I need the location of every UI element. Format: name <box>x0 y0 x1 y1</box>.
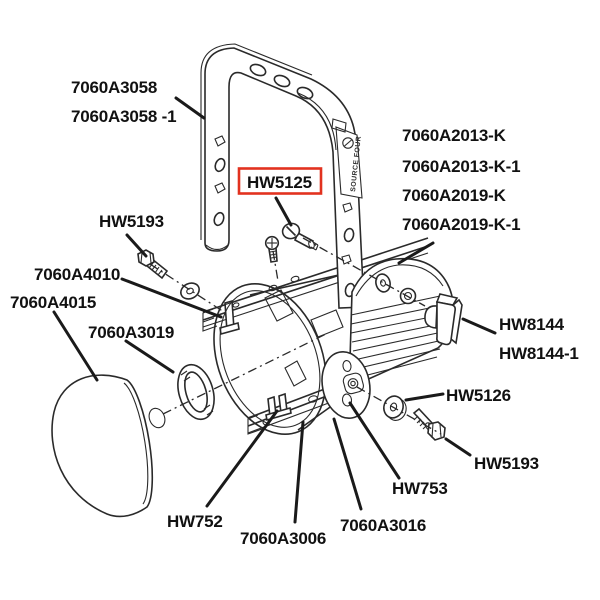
front-rim-inner <box>219 290 321 428</box>
leader-screw-top <box>125 233 148 258</box>
plate-hole-upper <box>342 359 352 373</box>
front-rim-outer <box>213 283 327 435</box>
interior-baffle-1 <box>264 289 294 322</box>
label-7060a2013-k: 7060A2013-K <box>402 126 507 145</box>
yoke-top-hole <box>249 63 267 77</box>
lamp-housing <box>202 237 429 435</box>
panel-screw-icon <box>342 137 354 149</box>
label-hw8144-1: HW8144-1 <box>499 344 579 363</box>
dome-hole <box>148 407 166 429</box>
part-labels: 7060A3058 7060A3058 -1 HW5193 7060A4010 … <box>10 78 579 548</box>
label-hw8144: HW8144 <box>499 315 565 334</box>
plate-hole-lower <box>341 393 353 407</box>
plate-hub <box>347 378 359 389</box>
yoke-mount-hole <box>403 291 413 301</box>
label-7060a4010: 7060A4010 <box>34 265 120 284</box>
leader-reflector <box>52 310 99 382</box>
yoke-square-slot <box>342 202 353 213</box>
washer-top <box>180 282 200 300</box>
label-7060a3006: 7060A3006 <box>240 529 326 548</box>
leader-rail-bottom <box>293 420 305 524</box>
plate-hub-flange <box>342 372 364 395</box>
dome-outline <box>51 374 154 518</box>
label-7060a3058-1: 7060A3058 -1 <box>71 107 176 126</box>
yoke-tab <box>331 118 347 133</box>
yoke-square-slot <box>214 135 226 147</box>
yoke-top-hole <box>273 74 291 88</box>
yoke-oval-hole <box>213 211 225 227</box>
handle-knob <box>424 293 463 346</box>
label-hw752: HW752 <box>167 512 223 531</box>
yoke-square-slot <box>341 254 352 265</box>
yoke-inner-corner-line <box>297 92 337 151</box>
axis-optical <box>162 333 327 415</box>
label-hw5193-top: HW5193 <box>99 212 164 231</box>
interior-baffle-3 <box>284 360 307 387</box>
knob-stub <box>424 305 438 329</box>
leader-plate-screw <box>348 401 401 480</box>
leader-knob <box>461 317 497 335</box>
leader-rail-clamp-bottom <box>205 409 279 508</box>
label-7060a4015: 7060A4015 <box>10 293 96 312</box>
label-7060a3019: 7060A3019 <box>88 323 174 342</box>
yoke-square-slot <box>214 182 226 194</box>
plate-hub-hole <box>350 380 356 387</box>
label-hw5126: HW5126 <box>446 386 511 405</box>
label-7060a3058: 7060A3058 <box>71 78 157 97</box>
label-7060a2013-k-1: 7060A2013-K-1 <box>402 157 520 176</box>
shoulder-screw-hw5125 <box>281 222 319 251</box>
side-plate <box>321 351 371 419</box>
interior-baffle-2 <box>310 309 344 338</box>
leader-yoke <box>174 96 206 120</box>
rear-rim-inner-arc <box>355 264 444 297</box>
hex-bolt-bottom <box>412 407 446 441</box>
yoke-brand-panel <box>335 126 363 199</box>
leader-body-group <box>397 241 435 265</box>
axis-plate-screw <box>356 386 442 435</box>
leader-rail-clamp-top <box>120 277 223 319</box>
axis-phillips-screw <box>272 250 279 282</box>
center-axis-lines <box>149 237 442 435</box>
yoke-bracket: SOURCE FOUR <box>200 43 365 309</box>
leader-highlighted-screw <box>274 196 293 227</box>
housing-top-edge <box>249 271 353 296</box>
retaining-ring <box>177 363 215 421</box>
label-7060a2019-k: 7060A2019-K <box>402 186 507 205</box>
yoke-top-hole <box>296 86 314 100</box>
leader-lines <box>52 96 497 524</box>
leader-washer-bottom <box>404 392 445 402</box>
leader-screw-bottom <box>444 437 472 457</box>
yoke-screw-washer <box>375 273 391 293</box>
hw5125-highlight-box <box>237 167 323 195</box>
label-hw5193-bottom: HW5193 <box>474 454 539 473</box>
label-7060a3016: 7060A3016 <box>340 516 426 535</box>
label-7060a2019-k-1: 7060A2019-K-1 <box>402 215 520 234</box>
leader-ring <box>124 339 175 374</box>
rail-clamp-bottom <box>265 392 292 422</box>
leader-plate <box>332 417 363 511</box>
label-hw753: HW753 <box>392 479 448 498</box>
phillips-screw <box>264 235 280 263</box>
yoke-oval-hole <box>343 227 355 243</box>
yoke-arm-end-lip <box>205 244 229 251</box>
label-hw5125: HW5125 <box>247 173 312 192</box>
yoke-thickness-line <box>200 43 313 240</box>
axis-yoke-screw <box>302 237 426 307</box>
reflector-dome <box>51 374 166 518</box>
yoke-oval-hole <box>214 157 226 173</box>
dome-rim-inner <box>123 382 149 505</box>
axis-top-screw <box>149 263 225 313</box>
knob-front-face <box>436 301 456 346</box>
